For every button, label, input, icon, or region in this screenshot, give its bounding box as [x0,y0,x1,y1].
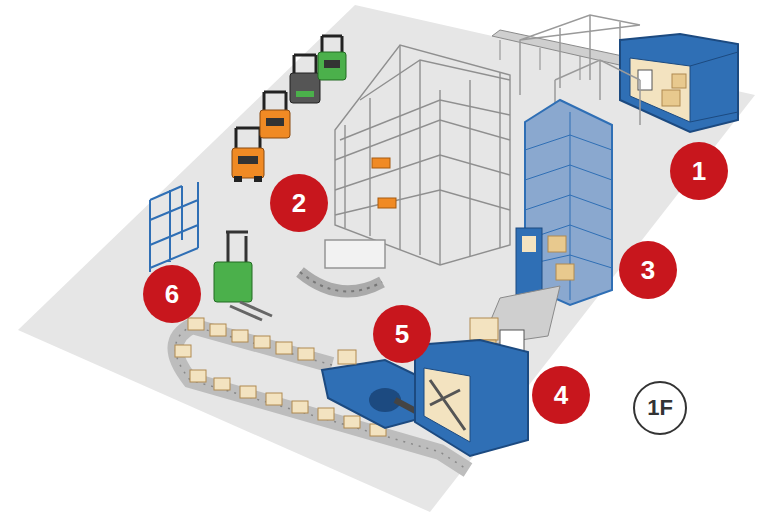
callout-circle: 4 [532,366,590,424]
callout-circle: 2 [270,174,328,232]
container-1 [620,34,738,132]
callout-number: 4 [554,382,568,408]
top-conveyor [492,30,632,80]
container-4 [415,340,528,456]
rack-2 [300,45,510,291]
forklifts [232,36,346,182]
callout-number: 2 [292,190,306,216]
callout-circle: 3 [619,241,677,299]
callout-number: 6 [165,281,179,307]
shuttles [372,158,396,208]
callout-number: 1F [647,397,673,419]
callout-circle: 1F [633,381,687,435]
floor [18,5,755,512]
callout-number: 5 [395,321,409,347]
callout-number: 1 [692,158,706,184]
callout-circle: 1 [670,142,728,200]
reach-truck [214,232,272,320]
callout-number: 3 [641,257,655,283]
shelf-6 [150,182,198,272]
callout-circle: 5 [373,305,431,363]
callout-circle: 6 [143,265,201,323]
